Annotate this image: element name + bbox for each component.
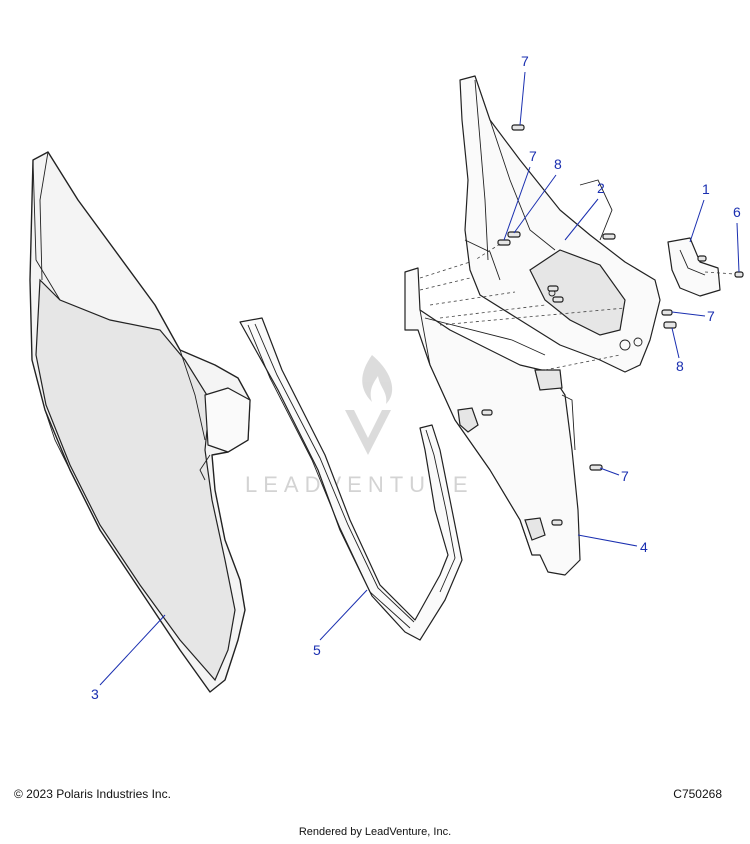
svg-text:5: 5 <box>313 642 321 658</box>
rendered-by-text: Rendered by LeadVenture, Inc. <box>298 826 452 838</box>
callout-7-top: 7 <box>519 53 529 126</box>
callout-7-upper: 7 <box>503 148 537 241</box>
callout-6: 6 <box>733 204 741 273</box>
svg-text:4: 4 <box>640 539 648 555</box>
callout-8-upper: 8 <box>513 156 562 234</box>
svg-text:7: 7 <box>521 53 529 69</box>
fasteners <box>481 124 744 526</box>
copyright-text: © 2023 Polaris Industries Inc. <box>14 787 171 801</box>
watermark-v-icon <box>345 410 391 455</box>
part-2-inner-frame <box>459 75 661 373</box>
parts-diagram: LEADVENTURE <box>29 53 744 702</box>
callout-7-right: 7 <box>671 308 715 324</box>
alignment-lines <box>419 243 736 371</box>
part-4-door-frame <box>404 267 581 576</box>
callout-2: 2 <box>564 180 605 241</box>
svg-text:3: 3 <box>91 686 99 702</box>
svg-text:7: 7 <box>621 468 629 484</box>
svg-text:8: 8 <box>676 358 684 374</box>
callout-8-right: 8 <box>671 327 684 374</box>
svg-text:7: 7 <box>529 148 537 164</box>
part-3-door-panel <box>29 151 251 693</box>
svg-text:8: 8 <box>554 156 562 172</box>
callouts: 7 7 8 2 1 6 7 8 <box>91 53 741 702</box>
drawing-id: C750268 <box>673 787 722 801</box>
callout-3: 3 <box>91 614 166 702</box>
part-1-latch <box>667 237 721 297</box>
callout-1: 1 <box>689 181 710 243</box>
part-5-door-seal <box>239 317 463 641</box>
svg-text:1: 1 <box>702 181 710 197</box>
watermark-flame-icon <box>362 355 393 404</box>
callout-5: 5 <box>313 589 368 658</box>
callout-7-lower: 7 <box>599 467 629 484</box>
callout-4: 4 <box>577 534 648 555</box>
svg-text:7: 7 <box>707 308 715 324</box>
svg-text:2: 2 <box>597 180 605 196</box>
svg-text:6: 6 <box>733 204 741 220</box>
